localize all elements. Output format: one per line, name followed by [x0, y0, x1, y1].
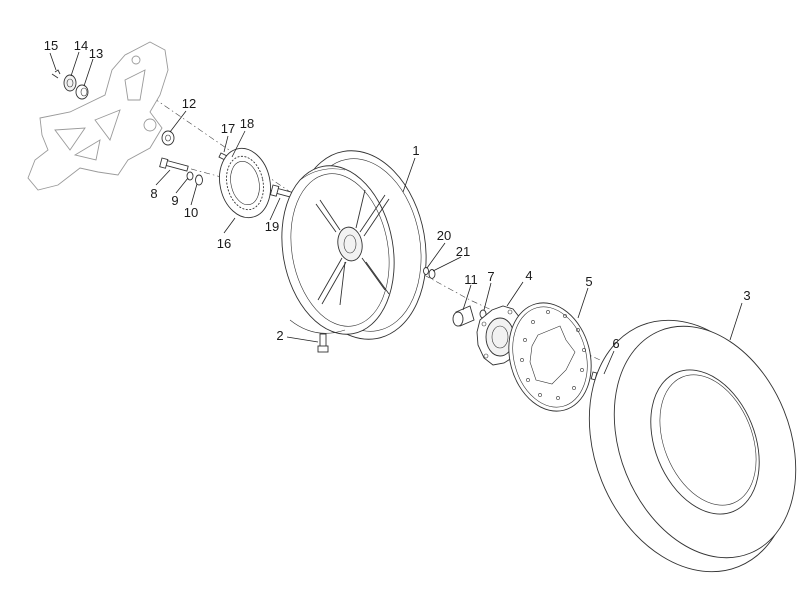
part-9-washer: [186, 171, 194, 181]
callout-14: 14: [74, 38, 88, 53]
callout-7: 7: [487, 269, 494, 284]
callout-labels: 1 2 3 4 5 6 7 8 9 10 11 12 13 14 15 16 1…: [44, 38, 751, 351]
part-20-washer: [423, 267, 429, 275]
callout-2: 2: [276, 328, 283, 343]
brake-disc-holes: [520, 310, 586, 400]
callout-9: 9: [171, 193, 178, 208]
callout-8: 8: [150, 186, 157, 201]
part-12-spacer: [161, 130, 175, 146]
callout-1: 1: [412, 143, 419, 158]
callout-15: 15: [44, 38, 58, 53]
part-2-valve: [317, 333, 329, 353]
callout-21: 21: [456, 244, 470, 259]
leader-lines: [49, 51, 743, 375]
callout-6: 6: [612, 336, 619, 351]
callout-12: 12: [182, 96, 196, 111]
part-16-tone-ring: [219, 147, 271, 219]
callout-13: 13: [89, 46, 103, 61]
callout-5: 5: [585, 274, 592, 289]
part-15-screw: [51, 69, 61, 79]
part-8-bolt: [159, 157, 189, 172]
callout-20: 20: [437, 228, 451, 243]
callout-18: 18: [240, 116, 254, 131]
part-5-brake-disc: [508, 302, 592, 412]
part-3-tire: [588, 319, 797, 573]
part-21-nut: [428, 269, 436, 279]
callout-4: 4: [525, 268, 532, 283]
part-11-spacer: [452, 305, 475, 327]
callout-16: 16: [217, 236, 231, 251]
part-13-bushing: [75, 84, 89, 100]
swingarm-bracket: [27, 41, 169, 191]
callout-10: 10: [184, 205, 198, 220]
callout-3: 3: [743, 288, 750, 303]
part-14-bearing: [63, 74, 77, 92]
part-1-wheel-rim: [281, 150, 427, 340]
callout-11: 11: [464, 272, 478, 287]
callout-17: 17: [221, 121, 235, 136]
callout-19: 19: [265, 219, 279, 234]
part-10-nut: [195, 174, 203, 186]
